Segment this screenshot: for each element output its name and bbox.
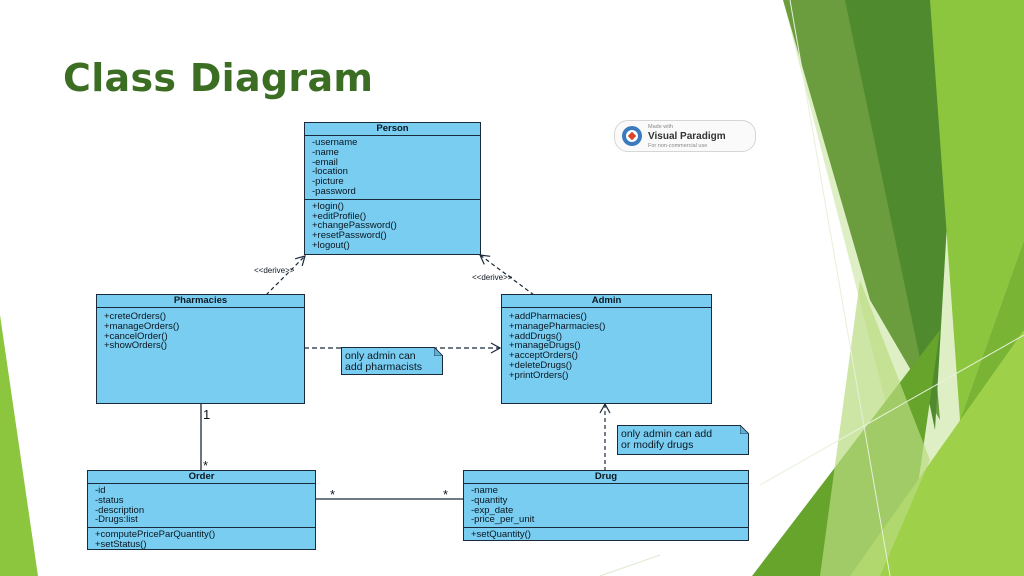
class-order-attributes: -id -status -description -Drugs:list (88, 484, 315, 529)
operation: +manageOrders() (104, 320, 180, 332)
operation: +login() (312, 200, 344, 212)
visual-paradigm-logo-icon (622, 126, 642, 146)
class-admin-operations: +addPharmacies() +managePharmacies() +ad… (502, 308, 711, 381)
class-drug[interactable]: Drug -name -quantity -exp_date -price_pe… (463, 470, 749, 541)
operation: +manageDrugs() (509, 340, 581, 352)
note-fold-icon (740, 425, 749, 434)
logo-sub-text: For non-commercial use (648, 142, 708, 149)
logo-top-text: Made with (648, 123, 674, 130)
derive-left-connector (265, 255, 306, 296)
note-line: add pharmacists (345, 360, 423, 373)
class-drug-operations: +setQuantity() (464, 528, 748, 540)
class-person-attributes: -username -name -email -location -pictur… (305, 136, 480, 200)
note-drugs[interactable]: only admin can add or modify drugs (617, 425, 749, 455)
class-pharmacies-operations: +creteOrders() +manageOrders() +cancelOr… (97, 308, 304, 351)
class-drug-name: Drug (464, 471, 748, 484)
class-admin[interactable]: Admin +addPharmacies() +managePharmacies… (501, 294, 712, 404)
operation: +creteOrders() (104, 311, 167, 322)
attribute: -description (95, 504, 145, 516)
operation: +editProfile() (312, 210, 367, 222)
attribute: -Drugs:list (95, 514, 138, 526)
operation: +changePassword() (312, 220, 397, 232)
operation: +addDrugs() (509, 330, 563, 342)
attribute: -price_per_unit (471, 514, 535, 526)
operation: +managePharmacies() (509, 320, 606, 332)
attribute: -name (312, 146, 339, 158)
attribute: -exp_date (471, 504, 514, 516)
operation: +logout() (312, 239, 350, 251)
class-drug-attributes: -name -quantity -exp_date -price_per_uni… (464, 484, 748, 529)
operation: +printOrders() (509, 369, 569, 381)
left-green-shape (0, 315, 38, 576)
class-admin-name: Admin (502, 295, 711, 308)
note-line: only admin can add (621, 428, 713, 440)
note-fold-icon (434, 347, 443, 356)
class-pharmacies[interactable]: Pharmacies +creteOrders() +manageOrders(… (96, 294, 305, 404)
attribute: -picture (312, 176, 344, 188)
attribute: -email (312, 156, 338, 168)
attribute: -quantity (471, 494, 508, 506)
multiplicity-order-drug-left: * (330, 487, 336, 502)
attribute: -name (471, 485, 498, 496)
note-line: or modify drugs (621, 438, 694, 451)
attribute: -status (95, 494, 124, 506)
visual-paradigm-logo: Made with Visual Paradigm For non-commer… (614, 120, 756, 152)
multiplicity-pharmacies-order-top: 1 (203, 407, 211, 422)
attribute: -location (312, 166, 348, 178)
note-pharmacists[interactable]: only admin can add pharmacists (341, 347, 443, 375)
operation: +deleteDrugs() (509, 359, 573, 371)
multiplicity-order-drug-right: * (443, 487, 449, 502)
class-person[interactable]: Person -username -name -email -location … (304, 122, 481, 255)
operation: +setStatus() (95, 538, 147, 550)
slide-title: Class Diagram (63, 56, 374, 100)
attribute: -username (312, 137, 358, 148)
class-order-name: Order (88, 471, 315, 484)
derive-right-label: <<derive>> (472, 273, 513, 282)
derive-right-connector (479, 254, 535, 296)
class-pharmacies-name: Pharmacies (97, 295, 304, 308)
class-person-name: Person (305, 123, 480, 136)
operation: +addPharmacies() (509, 311, 587, 322)
multiplicity-pharmacies-order-bottom: * (203, 458, 209, 473)
class-order[interactable]: Order -id -status -description -Drugs:li… (87, 470, 316, 550)
operation: +setQuantity() (471, 529, 531, 541)
logo-brand-text: Visual Paradigm (648, 130, 726, 142)
operation: +showOrders() (104, 340, 168, 352)
attribute: -id (95, 485, 106, 496)
operation: +cancelOrder() (104, 330, 168, 342)
operation: +resetPassword() (312, 230, 387, 242)
operation: +computePriceParQuantity() (95, 529, 216, 541)
class-order-operations: +computePriceParQuantity() +setStatus() (88, 528, 315, 550)
class-person-operations: +login() +editProfile() +changePassword(… (305, 200, 480, 251)
note-line: only admin can (345, 350, 416, 362)
derive-left-label: <<derive>> (254, 266, 295, 275)
attribute: -password (312, 185, 356, 197)
operation: +acceptOrders() (509, 350, 578, 362)
